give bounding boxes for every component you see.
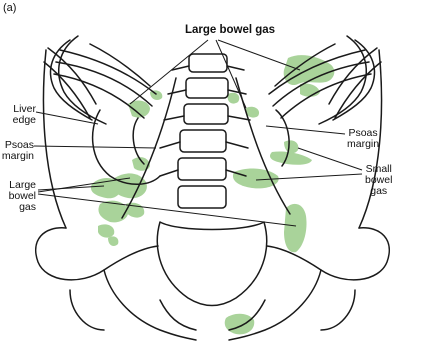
vertebra-5 bbox=[178, 158, 226, 180]
left-pelvic-wall bbox=[104, 270, 196, 340]
left-large-bowel-gas-6 bbox=[98, 224, 114, 237]
body-outline-left bbox=[43, 50, 66, 228]
left-large-bowel-gas-4 bbox=[98, 201, 128, 223]
label-psoas-margin-left: Psoas margin bbox=[0, 140, 34, 162]
paraspinal-gas bbox=[228, 93, 240, 104]
left-large-bowel-gas-7 bbox=[108, 236, 118, 246]
right-upper-large-bowel-gas-2 bbox=[300, 83, 320, 96]
label-psoas-right-line-2: margin bbox=[347, 139, 379, 150]
panel-letter: (a) bbox=[3, 3, 16, 14]
left-iliac-crest bbox=[36, 228, 158, 280]
label-lbg-line-3: gas bbox=[0, 202, 36, 213]
sacrum bbox=[157, 222, 266, 306]
leader-psoas-right bbox=[266, 126, 345, 134]
vertebra-1 bbox=[189, 54, 227, 72]
vertebra-6 bbox=[178, 186, 226, 208]
leader-large-bowel-gas-3 bbox=[38, 194, 296, 226]
label-psoas-left-line-2: margin bbox=[0, 151, 34, 162]
left-upper-gas-2 bbox=[150, 90, 162, 100]
left-kidney-outline bbox=[133, 118, 144, 164]
vertebra-2 bbox=[186, 78, 228, 98]
small-bowel-gas-loop-3 bbox=[233, 169, 279, 189]
diagram-line-art bbox=[36, 36, 390, 340]
pelvic-gas bbox=[225, 314, 255, 335]
label-small-bowel-gas: Small bowel gas bbox=[365, 164, 392, 197]
label-large-bowel-gas-left: Large bowel gas bbox=[0, 180, 36, 213]
label-psoas-margin-right: Psoas margin bbox=[347, 128, 379, 150]
label-liver-edge: Liver edge bbox=[0, 104, 36, 126]
vertebra-4 bbox=[180, 130, 226, 152]
gas-shadows bbox=[91, 55, 334, 334]
label-sbg-line-3: gas bbox=[365, 186, 392, 197]
right-femoral-head bbox=[321, 290, 355, 330]
pelvis bbox=[36, 222, 390, 340]
lumbar-spine bbox=[160, 54, 250, 208]
small-bowel-gas-loop-1 bbox=[284, 140, 298, 153]
diagram-title: Large bowel gas bbox=[150, 25, 310, 36]
leader-title-right bbox=[218, 40, 300, 70]
left-femoral-head bbox=[70, 290, 104, 330]
vertebra-3 bbox=[184, 104, 228, 124]
small-bowel-gas-loop-2 bbox=[270, 151, 312, 164]
leader-psoas-left bbox=[34, 146, 156, 148]
label-liver-edge-line-2: edge bbox=[0, 115, 36, 126]
